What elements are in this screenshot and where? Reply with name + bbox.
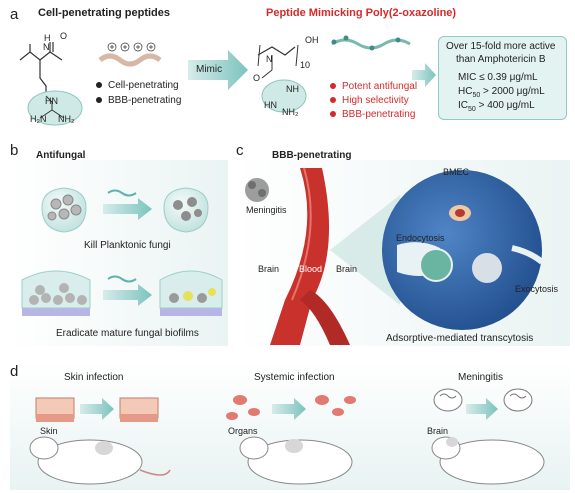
chem-oh-label: OH — [305, 35, 319, 45]
biofilm-after — [159, 270, 223, 316]
label-skin: Skin — [40, 426, 58, 436]
caption-transcytosis: Adsorptive-mediated transcytosis — [386, 333, 534, 344]
peptide-bullet-2: BBB-penetrating — [96, 95, 181, 106]
label-blood: Blood — [299, 264, 323, 274]
info-mic: MIC ≤ 0.39 μg/mL — [458, 72, 538, 83]
systemic-infection-scene — [226, 395, 356, 485]
polymer-bullet-2: High selectivity — [330, 95, 409, 106]
polymer-structure — [257, 44, 307, 113]
label-endocytosis: Endocytosis — [396, 233, 445, 243]
result-arrow — [412, 63, 436, 87]
title-meningitis: Meningitis — [458, 372, 504, 383]
polymer-bullet-1: Potent antifungal — [330, 81, 417, 92]
activity-info-box — [438, 36, 567, 120]
biofilm-before — [21, 270, 91, 316]
panel-b-title: Antifungal — [36, 150, 86, 161]
planktonic-fungi-droplet-before — [41, 187, 87, 233]
peptide-structure — [19, 42, 83, 126]
panel-c-title: BBB-penetrating — [272, 150, 352, 161]
chem-nh2b-label: NH₂ — [282, 107, 299, 117]
chem-hn2-label: HN — [264, 100, 277, 110]
info-line-2: than Amphotericin B — [456, 54, 546, 65]
bullet-dot-icon — [96, 82, 102, 89]
chem-n-label: N — [43, 42, 50, 52]
panel-a-title-left: Cell-penetrating peptides — [38, 7, 171, 19]
info-ic: IC50 > 400 μg/mL — [458, 100, 535, 113]
bullet-dot-icon — [330, 97, 336, 104]
bullet-dot-icon — [330, 111, 336, 118]
mimic-arrow — [188, 50, 248, 90]
chem-n2-label: N — [266, 54, 273, 64]
eradicate-arrow — [103, 275, 152, 306]
chem-subscript-label: 10 — [300, 60, 311, 70]
mimic-label: Mimic — [196, 64, 223, 75]
polymer-bullet-3: BBB-penetrating — [330, 109, 415, 120]
skin-infection-scene — [29, 397, 171, 485]
title-skin-infection: Skin infection — [64, 372, 124, 383]
chem-o-label: O — [60, 31, 68, 41]
meningitis-cluster-icon — [245, 178, 269, 202]
chem-o2-label: O — [253, 73, 261, 83]
transport-triangle — [330, 195, 400, 305]
caption-kill-planktonic: Kill Planktonic fungi — [84, 240, 171, 251]
label-brain: Brain — [427, 426, 449, 436]
bullet-dot-icon — [330, 83, 336, 90]
meningitis-scene — [431, 388, 545, 485]
panel-b-letter: b — [10, 142, 19, 159]
peptide-bullet-1: Cell-penetrating — [96, 80, 179, 91]
peptide-helix-icon — [98, 42, 162, 67]
nucleus-icon — [449, 205, 471, 221]
label-meningitis: Meningitis — [246, 205, 287, 215]
bmec-cell — [382, 170, 544, 330]
chem-h-label: H — [44, 33, 51, 43]
caption-eradicate-biofilms: Eradicate mature fungal biofilms — [56, 328, 199, 339]
planktonic-fungi-droplet-after — [163, 187, 209, 233]
chem-nh2-label: NH₂ — [58, 114, 75, 124]
label-bmec: BMEC — [443, 167, 470, 177]
info-line-1: Over 15-fold more active — [446, 41, 556, 52]
info-hc: HC50 > 2000 μg/mL — [458, 86, 545, 99]
panel-c-letter: c — [236, 142, 244, 159]
panel-a-title-right: Peptide Mimicking Poly(2-oxazoline) — [266, 7, 457, 19]
label-brain-right: Brain — [336, 264, 358, 274]
polymer-chain-icon — [331, 35, 411, 51]
panel-a-letter: a — [10, 6, 19, 23]
chem-hn-label: HN — [45, 96, 58, 106]
label-organs: Organs — [228, 426, 258, 436]
panel-d-letter: d — [10, 363, 19, 380]
kill-arrow — [103, 189, 152, 220]
chem-h2n-label: H₂N — [30, 114, 47, 124]
chem-nh-label: NH — [286, 84, 299, 94]
bullet-dot-icon — [96, 97, 102, 104]
title-systemic-infection: Systemic infection — [254, 372, 335, 383]
label-exocytosis: Exocytosis — [515, 284, 559, 294]
panel-b-background — [10, 160, 228, 346]
label-brain-left: Brain — [258, 264, 280, 274]
blood-vessel — [270, 167, 350, 345]
